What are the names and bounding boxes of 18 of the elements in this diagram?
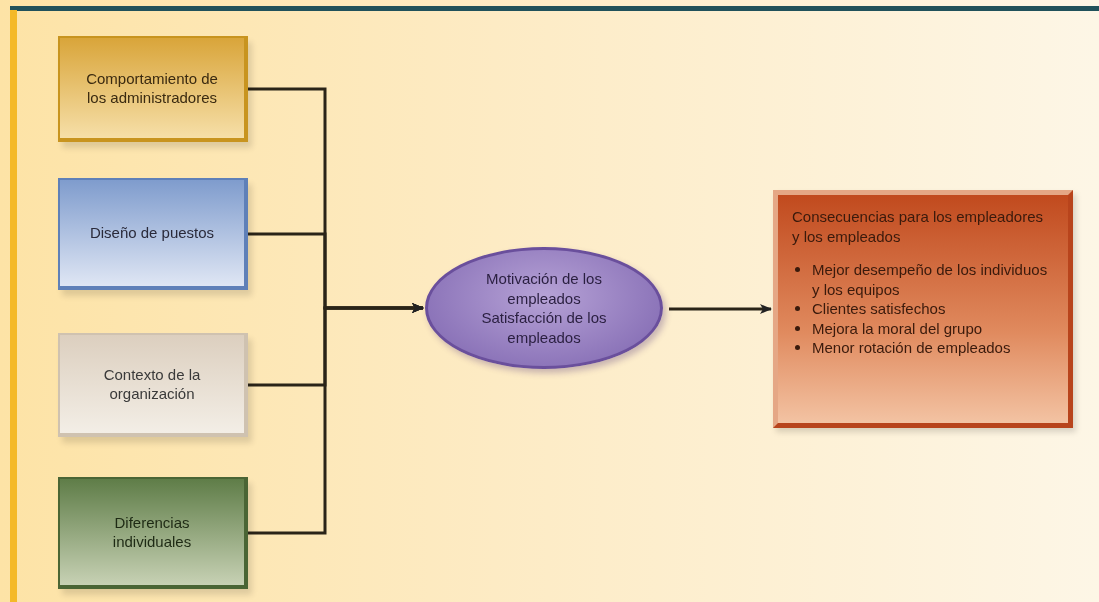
node-text: Contexto de la organización <box>102 364 202 404</box>
outcome-box <box>773 190 1073 428</box>
factor-box <box>58 178 248 290</box>
node-text: Comportamiento de los administradores <box>86 68 218 108</box>
node-text: Diseño de puestos <box>89 223 215 243</box>
node-text: Satisfacción de los empleados <box>480 308 608 347</box>
factor-box <box>58 333 248 437</box>
bullet-text: Menor rotación de empleados <box>812 339 1011 356</box>
connector-arrow <box>669 304 772 314</box>
connector-arrow <box>248 303 424 535</box>
factor-box <box>58 477 248 589</box>
node-text: Motivación de los empleados <box>485 269 603 308</box>
bullet-text: Mejora la moral del grupo <box>812 319 983 337</box>
bullet-text: Clientes satisfechos <box>812 300 946 317</box>
node-text: Diferencias individuales <box>111 512 193 552</box>
bullet-text: Mejor desempeño de los individuos y los equipos <box>812 261 1048 298</box>
factor-box <box>58 36 248 142</box>
box-heading: Consecuencias para los empleadores y los empleados <box>792 207 1044 246</box>
